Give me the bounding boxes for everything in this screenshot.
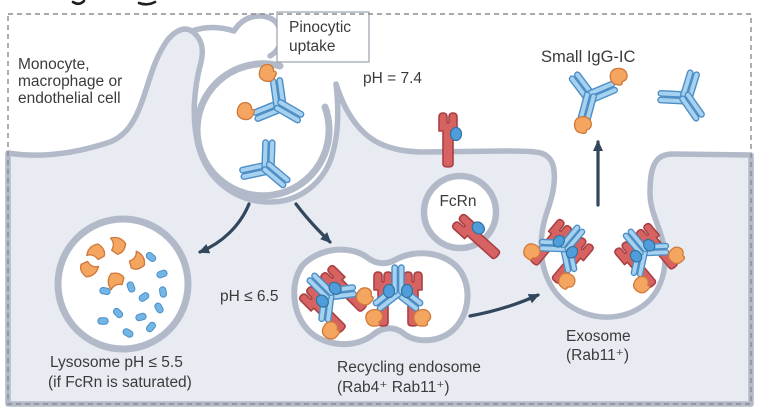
figure-border	[7, 13, 752, 405]
label-small-igg-ic: Small IgG-IC	[541, 48, 636, 66]
label-exosome: Exosome (Rab11⁺)	[566, 328, 635, 364]
label-ph-endosome: pH ≤ 6.5	[220, 288, 278, 305]
arrow-cup-to-endosome	[294, 202, 332, 244]
pinocytic-uptake-box: Pinocytic uptake	[276, 11, 370, 63]
small-igg-ic-complex	[557, 65, 630, 136]
lysosome-vesicle	[54, 215, 192, 353]
arrow-cup-to-lysosome	[198, 202, 251, 254]
membrane-fold	[189, 13, 284, 59]
fcrn-vesicle: FcRn	[420, 172, 505, 264]
free-igg	[651, 64, 723, 134]
label-pinocytic-uptake: Pinocytic uptake	[289, 19, 355, 55]
cropped-title-fragment	[71, 0, 157, 6]
label-ph-extracellular: pH = 7.4	[363, 70, 422, 87]
label-lysosome: Lysosome pH ≤ 5.5 (if FcRn is saturated)	[48, 354, 192, 391]
label-fcrn: FcRn	[439, 193, 476, 210]
arrow-endosome-to-exosome	[468, 293, 540, 318]
recycling-endosome-vesicle	[288, 246, 471, 348]
label-cell-type: Monocyte, macrophage or endothelial cell	[18, 56, 127, 107]
label-recycling-endosome: Recycling endosome (Rab4⁺ Rab11⁺)	[337, 359, 485, 396]
